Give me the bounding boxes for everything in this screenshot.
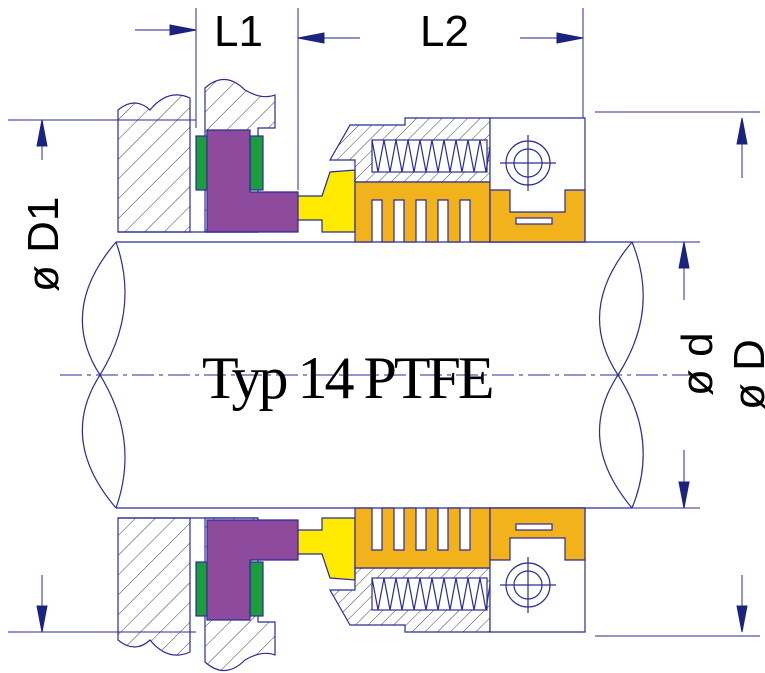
D-bottom-arrow bbox=[736, 605, 748, 633]
ptfe-cup-upper bbox=[206, 129, 299, 233]
dimension-label-l1: L1 bbox=[214, 7, 263, 56]
d-bottom-arrow bbox=[678, 481, 690, 509]
bellows-lower bbox=[328, 507, 586, 633]
d-top-arrow bbox=[678, 241, 690, 269]
seat-upper bbox=[195, 129, 299, 233]
dimension-label-d1: ø D1 bbox=[19, 197, 68, 292]
oring-lower-right bbox=[249, 561, 264, 617]
collar-body-lower bbox=[489, 507, 586, 561]
dimension-label-d: ø d bbox=[673, 332, 722, 396]
collar-body-upper bbox=[489, 189, 586, 243]
seal-type-title: Typ 14 PTFE bbox=[202, 345, 492, 411]
d1-bottom-arrow bbox=[36, 605, 48, 633]
bellows-upper bbox=[328, 117, 586, 243]
ptfe-cup-lower bbox=[206, 519, 299, 621]
D-top-arrow bbox=[736, 117, 748, 145]
rotating-face-upper bbox=[297, 169, 356, 233]
l1-right-arrow bbox=[297, 32, 325, 44]
l1-left-arrow bbox=[169, 24, 197, 36]
d1-top-arrow bbox=[36, 119, 48, 147]
bellows-body-lower bbox=[354, 507, 491, 569]
rotating-face-lower bbox=[297, 517, 356, 581]
dimension-label-l2: L2 bbox=[420, 7, 469, 56]
dimension-arrows bbox=[36, 24, 748, 633]
oring-upper-right bbox=[249, 135, 264, 191]
bellows-body-upper bbox=[354, 181, 491, 243]
l2-right-arrow bbox=[556, 32, 584, 44]
dimension-label-D: ø D bbox=[725, 339, 765, 410]
seat-lower bbox=[195, 519, 299, 621]
